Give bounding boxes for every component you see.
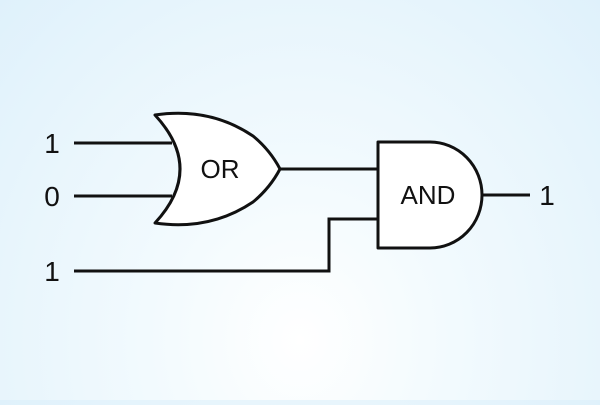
and-gate-label: AND	[401, 180, 456, 210]
input-c-wire	[74, 217, 378, 273]
or-gate-label: OR	[201, 154, 240, 184]
and-gate	[376, 140, 484, 250]
input-a-label: 1	[44, 128, 60, 159]
input-c-label: 1	[44, 256, 60, 287]
input-b-label: 0	[44, 181, 60, 212]
or-gate	[153, 111, 282, 227]
output-label: 1	[539, 180, 555, 211]
